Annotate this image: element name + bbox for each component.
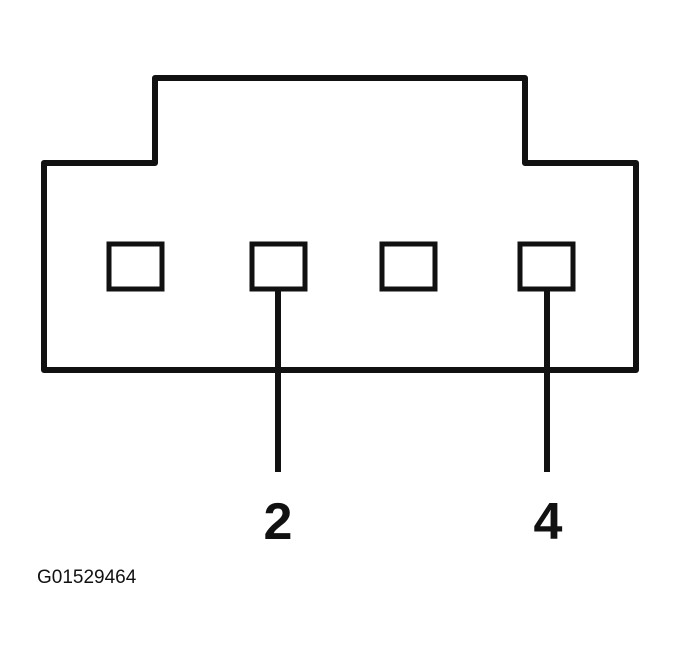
figure-id: G01529464 [37, 567, 137, 588]
terminal-4 [517, 241, 576, 292]
pin-label-2: 2 [264, 493, 293, 551]
pin-label-4: 4 [534, 493, 563, 551]
terminal-2 [249, 241, 308, 292]
terminal-3 [379, 241, 438, 292]
terminal-1 [106, 241, 165, 292]
connector-housing [41, 75, 639, 373]
